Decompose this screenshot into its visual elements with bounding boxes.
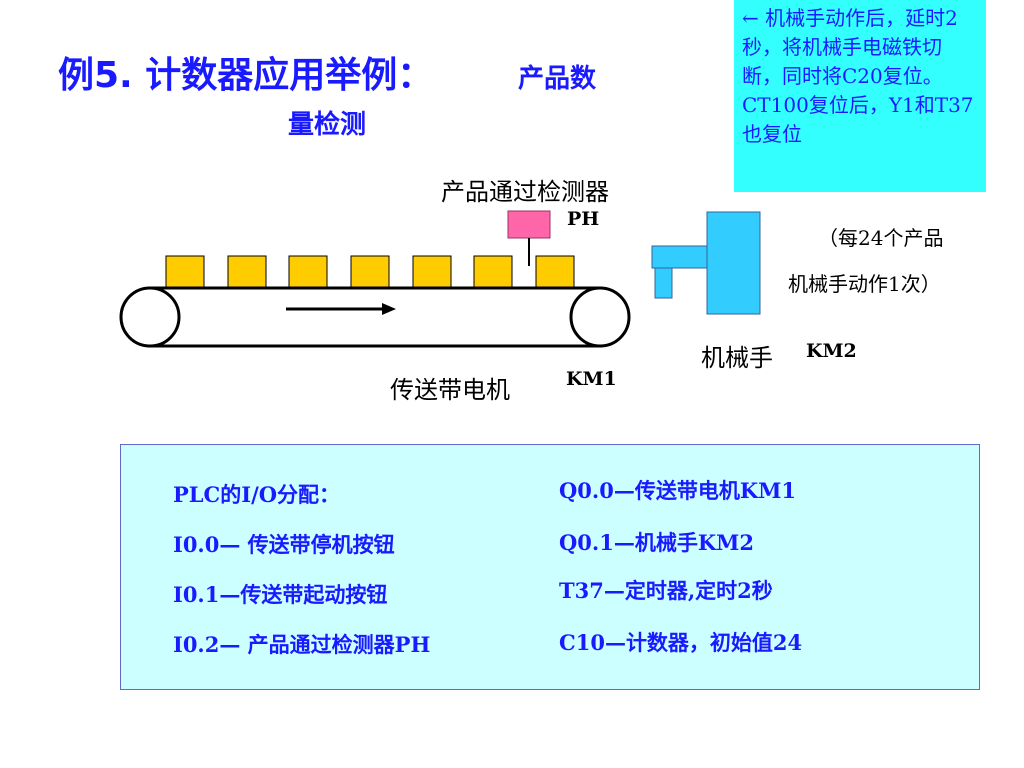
page-subtitle-line1: 产品数 xyxy=(518,64,597,94)
io-right-line-0: Q0.0—传送带电机KM1 xyxy=(559,478,796,503)
product-box xyxy=(473,255,513,288)
note-box: ← 机械手动作后，延时2秒，将机械手电磁铁切断，同时将C20复位。CT100复位… xyxy=(734,0,986,192)
page-title: 例5. 计数器应用举例： xyxy=(58,55,434,96)
io-assignment-box: PLC的I/O分配： I0.0— 传送带停机按钮 I0.1—传送带起动按钮 I0… xyxy=(120,444,980,690)
detector-label: 产品通过检测器 xyxy=(441,178,609,206)
km2-label: KM2 xyxy=(806,340,857,362)
belt-left-roller xyxy=(119,286,181,348)
robot-arm-body xyxy=(706,211,761,315)
robot-arm-gripper xyxy=(654,267,673,299)
io-left-line-1: I0.0— 传送带停机按钮 xyxy=(173,532,395,557)
io-left-line-2: I0.1—传送带起动按钮 xyxy=(173,582,388,607)
ph-label: PH xyxy=(567,208,600,230)
product-box xyxy=(288,255,328,288)
robot-arm-beam xyxy=(651,245,708,269)
belt-motor-label: 传送带电机 xyxy=(390,376,510,404)
arm-label: 机械手 xyxy=(701,344,773,372)
io-right-line-2: T37—定时器,定时2秒 xyxy=(559,578,773,603)
io-left-line-0: PLC的I/O分配： xyxy=(173,482,341,507)
direction-arrow-head xyxy=(382,303,396,315)
belt-right-roller xyxy=(569,286,631,348)
product-box xyxy=(227,255,267,288)
km1-label: KM1 xyxy=(566,368,617,390)
io-right-line-3: C10—计数器，初始值24 xyxy=(559,630,803,655)
page-subtitle-line2: 量检测 xyxy=(288,110,367,140)
product-box xyxy=(535,255,575,288)
per-count-label-line2: 机械手动作1次） xyxy=(788,272,941,296)
products-group xyxy=(165,255,575,288)
conveyor-diagram xyxy=(119,210,761,348)
io-right-line-1: Q0.1—机械手KM2 xyxy=(559,530,754,555)
per-count-label-line1: （每24个产品 xyxy=(818,226,944,250)
product-box xyxy=(165,255,205,288)
sensor-ph xyxy=(507,210,551,239)
io-left-line-3: I0.2— 产品通过检测器PH xyxy=(173,632,431,657)
product-box xyxy=(412,255,452,288)
product-box xyxy=(350,255,390,288)
